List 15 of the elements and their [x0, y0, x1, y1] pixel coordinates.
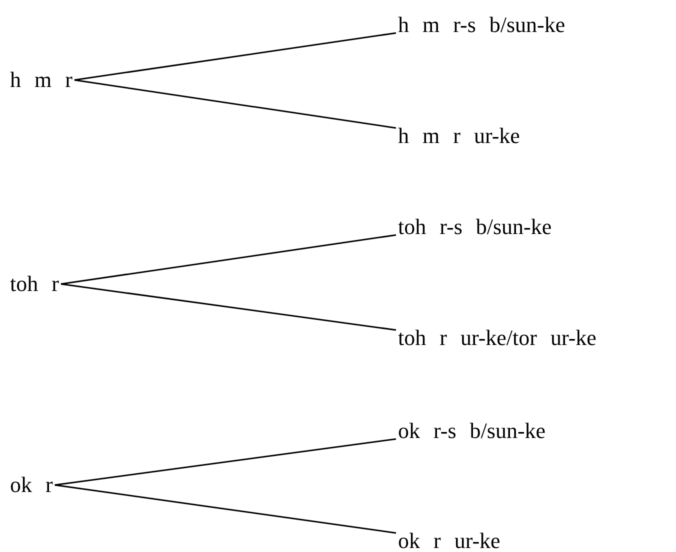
- connector-line: [74, 79, 396, 129]
- node-label: ok r: [10, 472, 53, 498]
- connector-line: [60, 283, 396, 331]
- node-label: h m r-s b/sun-ke: [398, 12, 566, 38]
- connector-line: [54, 438, 396, 486]
- connector-line: [54, 484, 396, 534]
- node-label: toh r: [10, 271, 59, 297]
- connector-line: [60, 234, 396, 285]
- node-label: h m r ur-ke: [398, 123, 520, 149]
- node-label: ok r-s b/sun-ke: [398, 418, 546, 444]
- node-label: toh r ur-ke/tor ur-ke: [398, 325, 596, 351]
- node-label: ok r ur-ke: [398, 528, 500, 552]
- node-label: toh r-s b/sun-ke: [398, 214, 552, 240]
- connector-line: [74, 32, 396, 81]
- node-label: h m r: [10, 67, 72, 93]
